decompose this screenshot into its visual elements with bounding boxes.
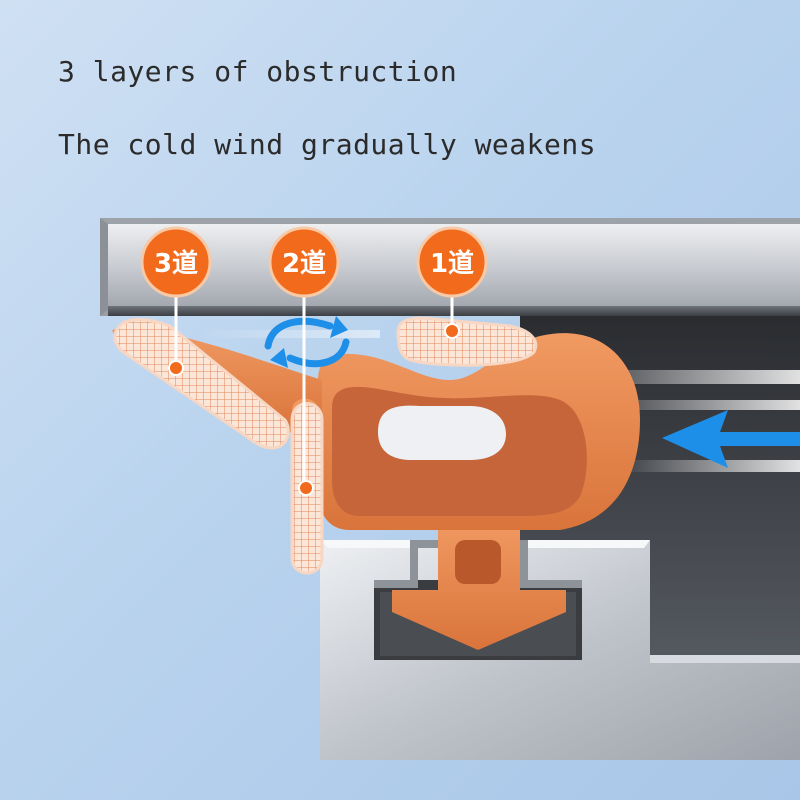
seal-lip-1 <box>396 316 538 367</box>
caption-title: 3 layers of obstruction <box>58 55 458 88</box>
seal-anchor <box>392 520 566 650</box>
circular-airflow-icon <box>264 316 350 368</box>
caption-subtitle: The cold wind gradually weakens <box>58 128 597 161</box>
badge-label: 1道 <box>430 248 474 279</box>
seal-bulb <box>318 333 640 530</box>
badge-layer-1: 1道 <box>416 226 488 298</box>
wind-arrow-icon <box>662 410 800 468</box>
layer-markers <box>168 323 460 496</box>
top-frame <box>100 218 800 316</box>
badge-label: 3道 <box>154 248 198 279</box>
badge-label: 2道 <box>282 248 326 279</box>
badge-layer-2: 2道 <box>268 226 340 298</box>
badge-layer-3: 3道 <box>140 226 212 298</box>
seal-fin-3 <box>112 318 322 450</box>
